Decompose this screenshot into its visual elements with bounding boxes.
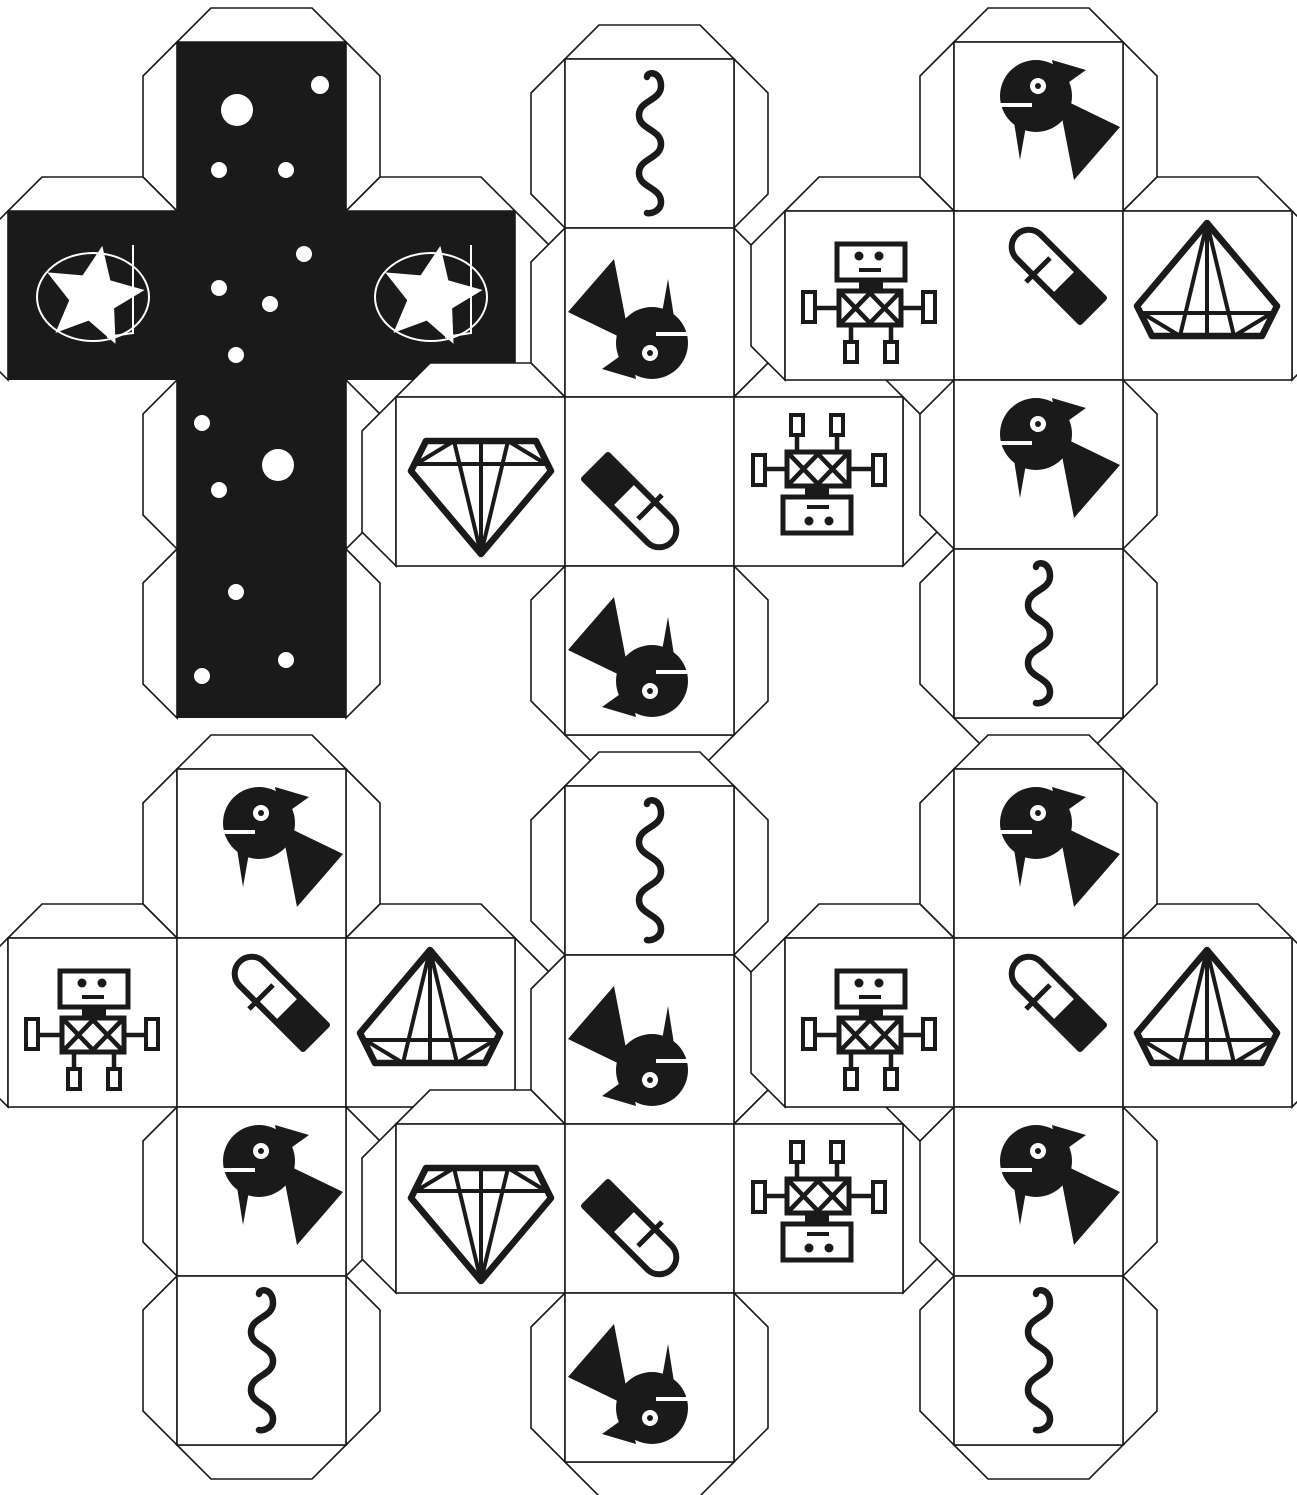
net-2: [362, 25, 937, 769]
die-face: [954, 211, 1123, 380]
glue-tab: [143, 1107, 177, 1276]
die-face: [565, 955, 734, 1124]
pip-dot: [278, 162, 294, 178]
glue-tab: [531, 566, 565, 735]
die-face: [177, 769, 346, 938]
die-face: [954, 380, 1123, 549]
die-face: [1123, 938, 1292, 1107]
glue-tab: [920, 1276, 954, 1445]
die-face: [565, 1293, 734, 1462]
glue-tab: [531, 786, 565, 955]
net-5: [362, 752, 937, 1495]
glue-tab: [531, 1293, 565, 1462]
pip-dot: [262, 296, 278, 312]
glue-tab: [1123, 380, 1157, 549]
die-face: [734, 1124, 903, 1293]
glue-tab: [531, 59, 565, 228]
glue-tab: [734, 786, 768, 955]
die-face: [396, 1124, 565, 1293]
glue-tab: [1123, 1276, 1157, 1445]
glue-tab: [177, 735, 346, 769]
glue-tab: [565, 25, 734, 59]
die-face: [565, 786, 734, 955]
die-face: [177, 380, 346, 549]
pip-dot: [228, 347, 244, 363]
pip-dot: [278, 652, 294, 668]
pip-dot: [311, 76, 329, 94]
die-face: [565, 1124, 734, 1293]
pip-dot: [194, 668, 210, 684]
glue-tab: [954, 8, 1123, 42]
die-face: [954, 938, 1123, 1107]
die-face: [177, 211, 346, 380]
die-face: [177, 42, 346, 211]
die-face: [954, 1107, 1123, 1276]
glue-tab: [346, 549, 380, 718]
die-face: [177, 938, 346, 1107]
die-face: [396, 397, 565, 566]
die-face: [177, 549, 346, 718]
die-face: [565, 566, 734, 735]
glue-tab: [0, 938, 8, 1107]
glue-tab: [920, 549, 954, 718]
die-face: [785, 211, 954, 380]
glue-tab: [734, 59, 768, 228]
pip-dot: [262, 449, 294, 481]
glue-tab: [954, 1445, 1123, 1479]
pip-dot: [211, 280, 227, 296]
die-face: [734, 397, 903, 566]
pip-dot: [221, 94, 253, 126]
glue-tab: [565, 1462, 734, 1495]
die-face: [954, 769, 1123, 938]
die-face: [565, 59, 734, 228]
nets-layer: [0, 8, 1297, 1495]
glue-tab: [177, 8, 346, 42]
glue-tab: [143, 1276, 177, 1445]
net-6: [751, 735, 1297, 1479]
die-face: [177, 1107, 346, 1276]
die-face: [177, 1276, 346, 1445]
glue-tab: [734, 1293, 768, 1462]
glue-tab: [177, 1445, 346, 1479]
pip-dot: [211, 482, 227, 498]
glue-tab: [346, 1276, 380, 1445]
die-face: [8, 938, 177, 1107]
pip-dot: [228, 584, 244, 600]
die-face: [1123, 211, 1292, 380]
die-face: [785, 938, 954, 1107]
glue-tab: [1123, 1107, 1157, 1276]
net-3: [751, 8, 1297, 752]
die-face: [954, 549, 1123, 718]
glue-tab: [1123, 549, 1157, 718]
die-face: [954, 42, 1123, 211]
glue-tab: [0, 211, 8, 380]
die-face: [565, 228, 734, 397]
die-face: [346, 938, 515, 1107]
pip-dot: [194, 415, 210, 431]
pip-dot: [211, 162, 227, 178]
glue-tab: [143, 380, 177, 549]
glue-tab: [734, 566, 768, 735]
pip-dot: [296, 246, 312, 262]
glue-tab: [143, 549, 177, 718]
die-face: [954, 1276, 1123, 1445]
die-face: [565, 397, 734, 566]
